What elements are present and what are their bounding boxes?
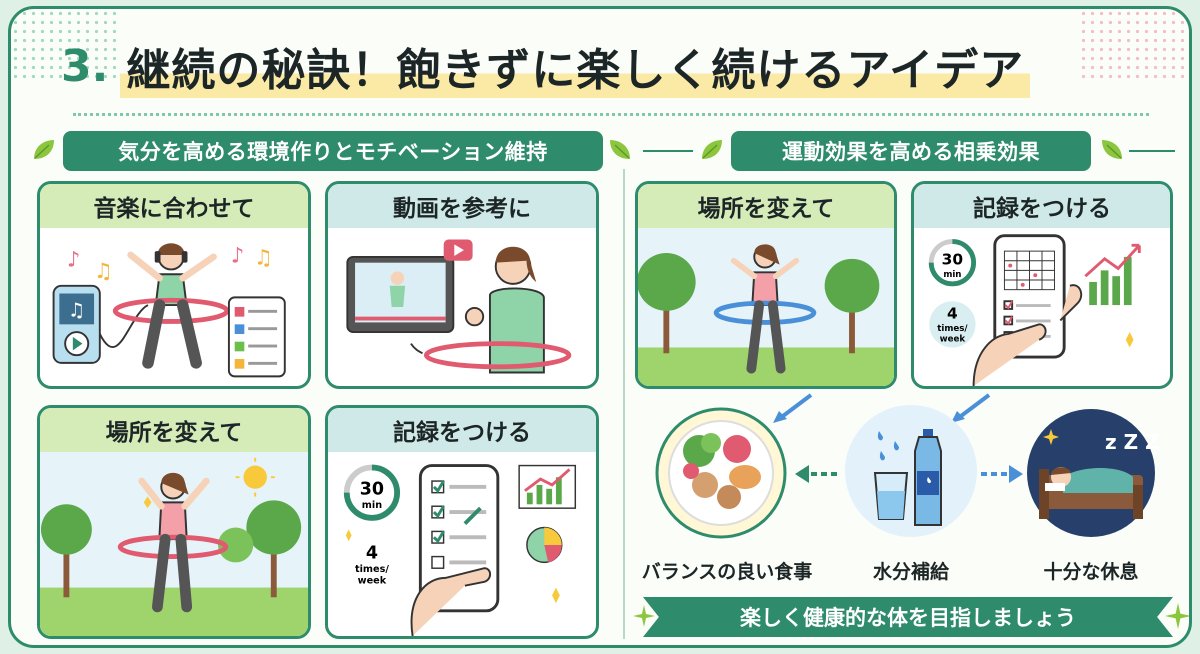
left-section-banner: 気分を高める環境作りとモチベーション維持 <box>63 131 603 171</box>
banner-rule <box>1129 150 1175 152</box>
music-note-icon: ♪ <box>231 243 245 268</box>
park-illustration <box>638 228 894 386</box>
music-note-icon: ♪ <box>67 247 81 272</box>
arrow-icon <box>773 393 991 423</box>
card-title: 記録をつける <box>328 408 596 452</box>
circle-label-water: 水分補給 <box>872 561 949 583</box>
frequency-number: 4 <box>366 544 378 564</box>
park-illustration <box>40 452 308 636</box>
svg-text:♫: ♫ <box>68 299 85 322</box>
card-video: 動画を参考に <box>325 181 599 389</box>
sparkle-icon <box>1125 332 1134 348</box>
banner-rule <box>643 150 693 152</box>
checklist-icon <box>993 234 1066 359</box>
circle-label-food: バランスの良い食事 <box>641 561 813 583</box>
sleep-illustration: z Z Z <box>1027 409 1160 537</box>
circle-label-rest: 十分な休息 <box>1043 561 1139 583</box>
infographic-frame: 3. 継続の秘訣！飽きずに楽しく続けるアイデア 気分を高める環境作りとモチベーシ… <box>8 6 1192 648</box>
record-illustration: 30 min 4 times/ week <box>343 464 577 636</box>
card-record-right: 記録をつける 30 min 4 times/ week <box>911 181 1173 389</box>
sleep-letters: z Z Z <box>1105 430 1160 454</box>
page-title: 継続の秘訣！飽きずに楽しく続けるアイデア <box>120 34 1031 98</box>
frequency-unit: times/ <box>937 324 968 334</box>
music-note-icon: ♫ <box>94 258 113 283</box>
sparkle-icon <box>1165 603 1189 629</box>
frequency-number: 4 <box>947 305 958 323</box>
music-note-icon: ♫ <box>254 245 273 270</box>
duration-number: 30 <box>942 251 963 269</box>
decorative-dots <box>1079 9 1189 79</box>
frequency-unit: week <box>940 335 966 345</box>
card-title: 場所を変えて <box>638 184 894 228</box>
page-header: 3. 継続の秘訣！飽きずに楽しく続けるアイデア <box>61 31 1031 101</box>
sparkle-icon <box>552 587 560 604</box>
leaf-icon <box>610 140 630 159</box>
card-record: 記録をつける 30 min 4 times/ week <box>325 405 599 639</box>
leaf-icon <box>1102 140 1122 159</box>
video-illustration <box>346 239 572 374</box>
record-illustration: 30 min 4 times/ week <box>928 234 1141 386</box>
frequency-unit: times/ <box>355 564 389 575</box>
music-illustration: ♫ ♪ ♫ ♪ ♫ <box>52 243 286 378</box>
sparkle-icon <box>633 605 655 627</box>
sparkle-icon <box>143 496 152 509</box>
sun-icon <box>243 465 267 489</box>
card-location-right: 場所を変えて <box>635 181 897 389</box>
leaf-icon <box>34 140 54 159</box>
duration-unit: min <box>362 500 382 511</box>
card-title: 場所を変えて <box>40 408 308 452</box>
right-section-banner: 運動効果を高める相乗効果 <box>731 131 1091 171</box>
duration-number: 30 <box>360 480 384 500</box>
header-divider <box>73 113 1149 116</box>
card-music: 音楽に合わせて ♫ ♪ ♫ ♪ ♫ <box>37 181 311 389</box>
card-location: 場所を変えて <box>37 405 311 639</box>
card-title: 音楽に合わせて <box>40 184 308 228</box>
decorative-dots <box>11 9 121 79</box>
duration-unit: min <box>943 270 961 280</box>
section-number: 3. <box>61 40 109 92</box>
frequency-unit: week <box>358 576 387 587</box>
arrow-icon <box>795 465 837 483</box>
water-illustration <box>845 405 977 537</box>
leaf-icon <box>702 140 722 159</box>
sparkle-icon <box>345 529 352 542</box>
chart-icon <box>1084 244 1141 278</box>
footer-banner: 楽しく健康的な体を目指しましょう <box>643 597 1173 637</box>
section-divider <box>623 169 625 639</box>
card-title: 記録をつける <box>914 184 1170 228</box>
arrow-icon <box>981 465 1023 483</box>
food-plate-illustration <box>655 407 787 539</box>
card-title: 動画を参考に <box>328 184 596 228</box>
